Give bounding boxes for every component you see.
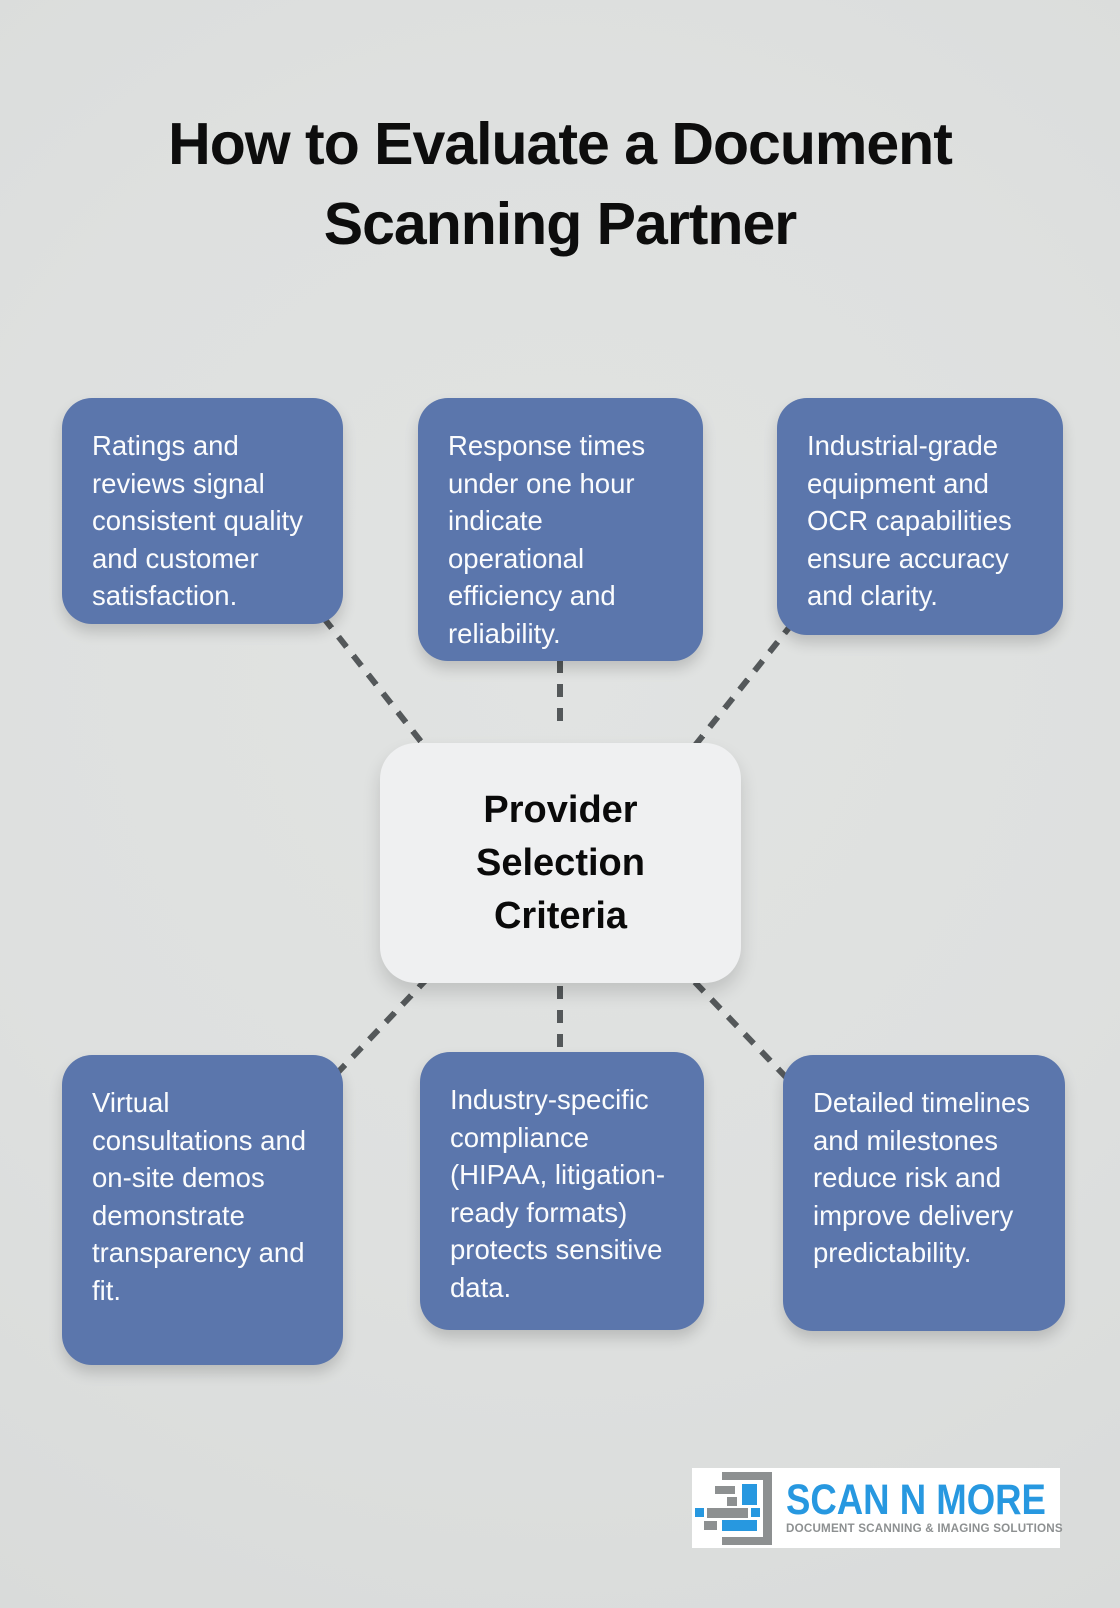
page-title-line2: Scanning Partner bbox=[323, 191, 798, 257]
node-response-times-text: Response times under one hour indicate o… bbox=[448, 430, 646, 649]
connector-bottom-right bbox=[692, 980, 794, 1085]
node-ratings: Ratings and reviews signal consistent qu… bbox=[62, 398, 343, 624]
center-node-provider-selection-criteria: Provider Selection Criteria bbox=[380, 743, 741, 983]
node-compliance: Industry-specific compliance (HIPAA, lit… bbox=[420, 1052, 704, 1330]
logo-name: SCAN N MORE bbox=[786, 1476, 1046, 1524]
logo-text-block: SCAN N MORE DOCUMENT SCANNING & IMAGING … bbox=[786, 1476, 1092, 1536]
connector-bottom-middle bbox=[557, 986, 563, 1048]
node-timelines: Detailed timelines and milestones reduce… bbox=[783, 1055, 1065, 1331]
node-response-times: Response times under one hour indicate o… bbox=[418, 398, 703, 661]
connector-top-middle bbox=[557, 660, 563, 724]
center-node-label: Provider Selection Criteria bbox=[476, 788, 645, 937]
node-compliance-text: Industry-specific compliance (HIPAA, lit… bbox=[450, 1084, 665, 1303]
connector-top-right bbox=[692, 621, 795, 748]
scan-n-more-logo: SCAN N MORE DOCUMENT SCANNING & IMAGING … bbox=[692, 1468, 1063, 1548]
document-scan-icon bbox=[692, 1468, 780, 1548]
logo-tagline: DOCUMENT SCANNING & IMAGING SOLUTIONS bbox=[786, 1521, 1063, 1535]
connector-bottom-left bbox=[325, 975, 430, 1086]
node-equipment: Industrial-grade equipment and OCR capab… bbox=[777, 398, 1063, 635]
node-demos: Virtual consultations and on-site demos … bbox=[62, 1055, 343, 1365]
node-timelines-text: Detailed timelines and milestones reduce… bbox=[813, 1087, 1031, 1268]
page-title: How to Evaluate a Document Scanning Part… bbox=[0, 104, 1120, 264]
node-equipment-text: Industrial-grade equipment and OCR capab… bbox=[807, 430, 1012, 611]
page-title-line1: How to Evaluate a Document bbox=[168, 111, 953, 177]
node-demos-text: Virtual consultations and on-site demos … bbox=[92, 1087, 307, 1306]
connector-top-left bbox=[321, 616, 430, 752]
node-ratings-text: Ratings and reviews signal consistent qu… bbox=[92, 430, 303, 611]
